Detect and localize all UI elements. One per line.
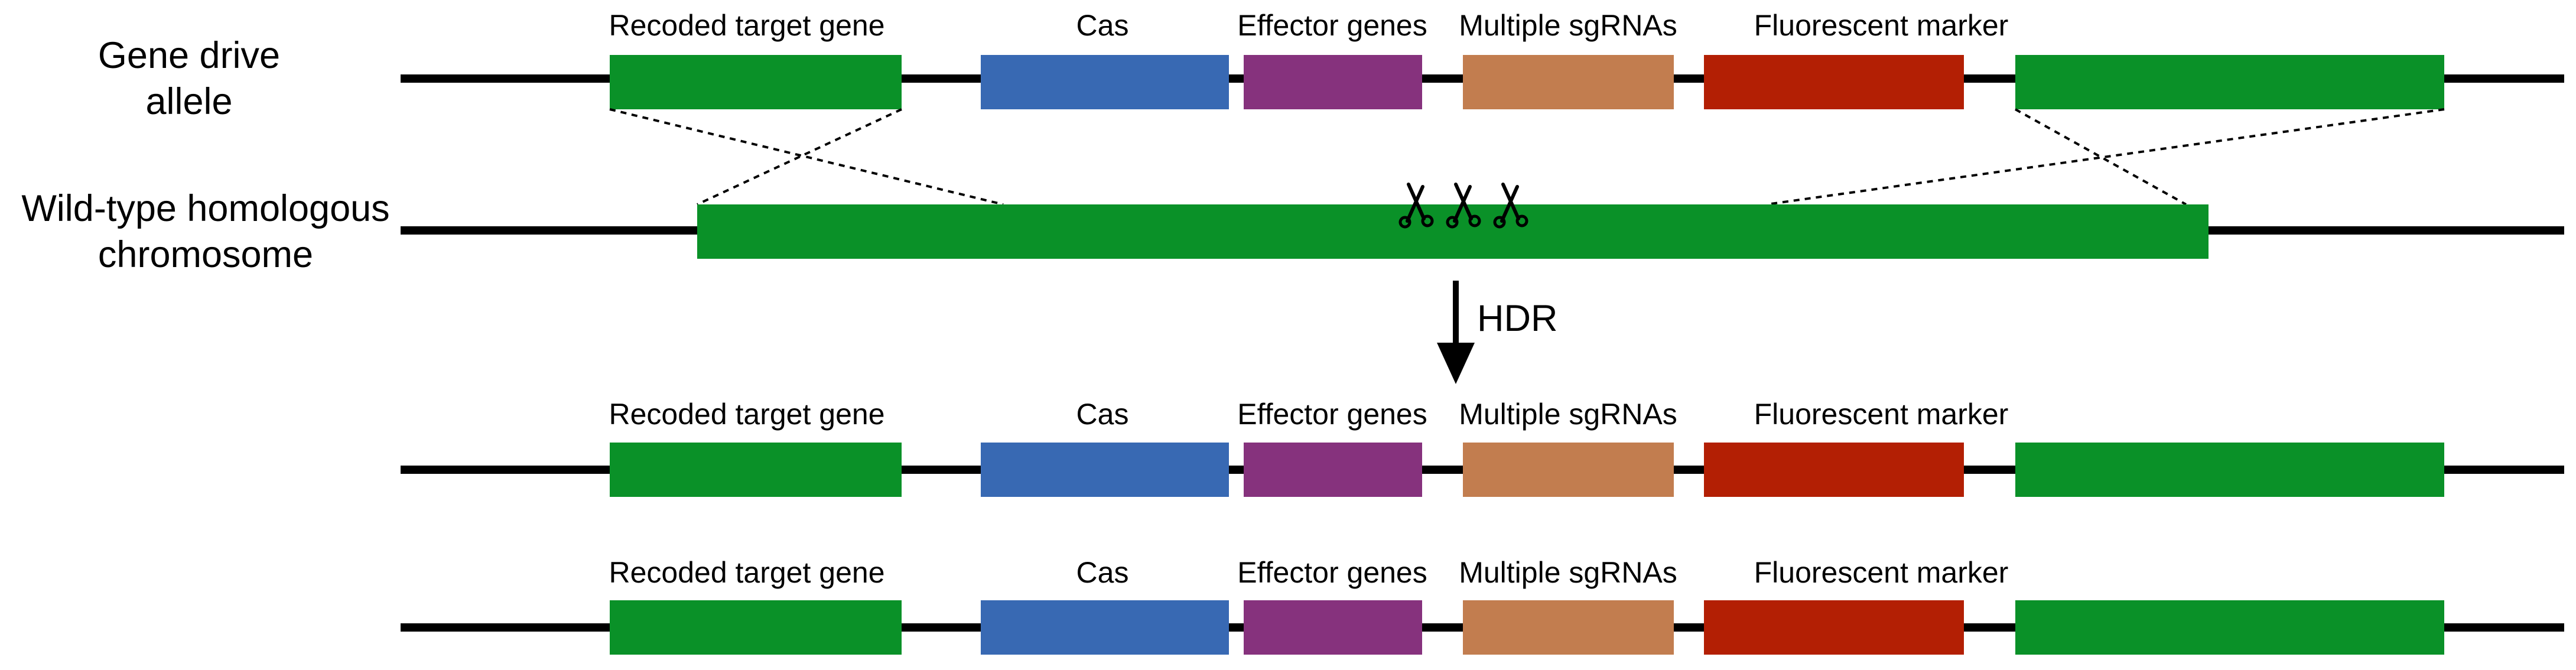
multiple-sgrnas-block xyxy=(1463,55,1674,109)
right-homology-arm-block xyxy=(2015,600,2444,655)
label-fluorescent-marker: Fluorescent marker xyxy=(1754,9,2009,42)
homology-line-right-outer xyxy=(1766,108,2445,206)
wild-type-target-gene-block xyxy=(697,204,2209,259)
label-recoded-target-gene: Recoded target gene xyxy=(609,556,884,589)
fluorescent-marker-block xyxy=(1704,600,1964,655)
effector-genes-block xyxy=(1244,55,1422,109)
cas-block xyxy=(981,600,1229,655)
label-effector-genes: Effector genes xyxy=(1237,556,1427,589)
fluorescent-marker-block xyxy=(1704,55,1964,109)
gene-drive-allele-row: Gene drive allele Recoded target gene Ca… xyxy=(98,9,2564,122)
fluorescent-marker-block xyxy=(1704,443,1964,497)
wild-type-chromosome-row: Wild-type homologous chromosome xyxy=(21,184,2564,275)
label-recoded-target-gene: Recoded target gene xyxy=(609,9,884,42)
homology-line-right-inner xyxy=(2015,108,2187,206)
label-multiple-sgrnas: Multiple sgRNAs xyxy=(1459,398,1677,431)
recoded-target-gene-block xyxy=(610,55,902,109)
recoded-target-gene-block xyxy=(610,600,902,655)
label-fluorescent-marker: Fluorescent marker xyxy=(1754,398,2009,431)
cas-block xyxy=(981,443,1229,497)
homology-guides xyxy=(609,108,2445,206)
homology-line-left-inner xyxy=(697,108,902,206)
gene-drive-title-line-1: Gene drive xyxy=(98,35,280,76)
recoded-target-gene-block xyxy=(610,443,902,497)
multiple-sgrnas-block xyxy=(1463,600,1674,655)
label-cas: Cas xyxy=(1076,9,1129,42)
converted-allele-row-1: Recoded target gene Cas Effector genes M… xyxy=(401,398,2564,497)
right-homology-arm-block xyxy=(2015,443,2444,497)
label-cas: Cas xyxy=(1076,398,1129,431)
label-multiple-sgrnas: Multiple sgRNAs xyxy=(1459,9,1677,42)
effector-genes-block xyxy=(1244,600,1422,655)
wild-type-title-line-1: Wild-type homologous xyxy=(21,188,389,229)
label-effector-genes: Effector genes xyxy=(1237,398,1427,431)
cas-block xyxy=(981,55,1229,109)
converted-allele-row-2: Recoded target gene Cas Effector genes M… xyxy=(401,556,2564,655)
effector-genes-block xyxy=(1244,443,1422,497)
right-homology-arm-block xyxy=(2015,55,2444,109)
gene-drive-title-line-2: allele xyxy=(145,81,232,122)
label-multiple-sgrnas: Multiple sgRNAs xyxy=(1459,556,1677,589)
multiple-sgrnas-block xyxy=(1463,443,1674,497)
hdr-label: HDR xyxy=(1477,298,1558,339)
label-cas: Cas xyxy=(1076,556,1129,589)
label-effector-genes: Effector genes xyxy=(1237,9,1427,42)
label-recoded-target-gene: Recoded target gene xyxy=(609,398,884,431)
wild-type-title-line-2: chromosome xyxy=(98,234,313,275)
hdr-arrow-head xyxy=(1437,343,1475,384)
hdr-arrow: HDR xyxy=(1437,281,1558,384)
label-fluorescent-marker: Fluorescent marker xyxy=(1754,556,2009,589)
homology-line-left-outer xyxy=(609,108,1004,206)
